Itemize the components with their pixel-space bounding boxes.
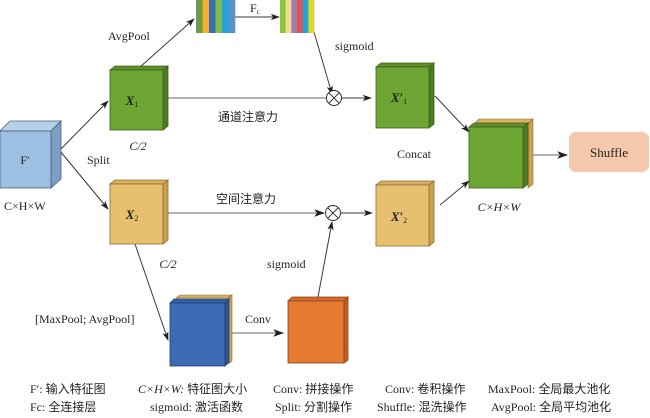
concat-size-label: C×H×W [478, 200, 522, 214]
channel-stripe [202, 0, 210, 33]
legend-item: C×H×W: 特征图大小 [138, 381, 247, 396]
edge-split-to-x2 [59, 150, 109, 210]
channel-stripe [297, 0, 303, 33]
edge-sigmoid-top [313, 31, 333, 95]
channel-stripe [302, 0, 309, 33]
x2-label: X2 [125, 207, 139, 223]
legend: F′: 输入特征图 Fc: 全连接层 C×H×W: 特征图大小 sigmoid:… [30, 381, 611, 414]
spatial-attention-label: 空间注意力 [216, 191, 276, 206]
channel-stripe [308, 0, 315, 33]
input-block: F′ [0, 120, 62, 189]
channel-stripe [209, 0, 216, 33]
sigmoid-top-label: sigmoid [335, 39, 374, 53]
channel-strip-avgpool [196, 0, 236, 33]
legend-item: Fc: 全连接层 [30, 399, 96, 414]
edge-split-to-x1 [59, 100, 109, 151]
x1-label: X1 [125, 93, 139, 109]
split-label: Split [87, 153, 110, 167]
x1-block: X1 [108, 65, 170, 131]
channel-attention-label: 通道注意力 [218, 109, 278, 124]
channel-stripe [228, 0, 236, 33]
legend-item: Shuffle: 混洗操作 [377, 399, 466, 414]
conv-label: Conv [245, 312, 271, 326]
conv-block [287, 296, 349, 364]
concat-label: Concat [397, 147, 432, 161]
x1-out-label: X′1 [390, 90, 407, 106]
input-size-label: C×H×W [4, 199, 46, 213]
x2-out-label: X′2 [390, 209, 407, 225]
edge-avgpool [139, 18, 195, 68]
channel-stripe [215, 0, 223, 33]
channel-stripe [222, 0, 229, 33]
edge-x2out-to-concat [439, 180, 470, 206]
channel-stripe [196, 0, 203, 33]
edge-x1out-to-concat [434, 95, 470, 133]
channel-stripe [291, 0, 298, 33]
legend-item: sigmoid: 激活函数 [150, 399, 243, 414]
legend-item: AvgPool: 全局平均池化 [491, 399, 611, 414]
legend-item: Conv: 卷积操作 [385, 381, 465, 396]
shuffle-box: Shuffle [569, 132, 649, 172]
multiply-operator-channel [326, 90, 342, 106]
pool-block [169, 294, 233, 367]
connectors [59, 13, 569, 341]
edge-x2-to-pool [134, 243, 169, 341]
x1-size-label: C/2 [129, 139, 146, 153]
x2-size-label: C/2 [159, 257, 176, 271]
sigmoid-bottom-label: sigmoid [267, 257, 306, 271]
legend-item: MaxPool: 全局最大池化 [488, 381, 610, 396]
avgpool-label: AvgPool [108, 29, 150, 43]
pooling-label: [MaxPool; AvgPool] [35, 312, 134, 326]
shuffle-label: Shuffle [590, 145, 628, 160]
edge-sigmoid-bottom [317, 221, 334, 298]
x2-out-block: X′2 [374, 180, 436, 247]
x1-out-block: X′1 [374, 62, 436, 129]
legend-item: F′: 输入特征图 [30, 381, 106, 396]
multiply-operator-spatial [325, 205, 341, 221]
legend-item: Conv: 拼接操作 [273, 381, 353, 396]
channel-stripe [285, 0, 292, 33]
channel-stripe [280, 0, 286, 33]
fc-label: Fc [250, 1, 260, 16]
channel-strip-fc [280, 0, 315, 33]
concat-block [467, 118, 534, 189]
legend-item: Split: 分割操作 [275, 399, 352, 414]
x2-block: X2 [108, 179, 170, 245]
input-label: F′ [20, 153, 30, 167]
